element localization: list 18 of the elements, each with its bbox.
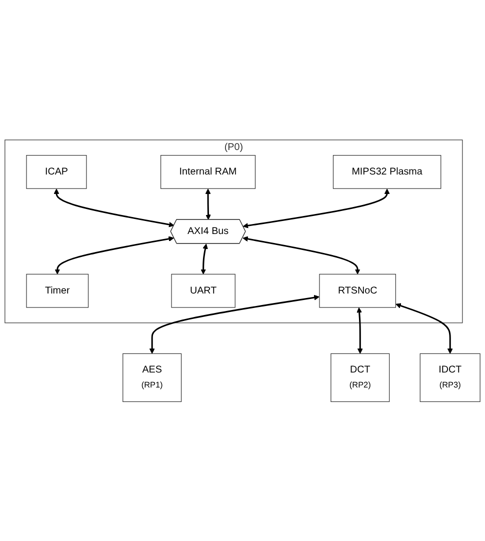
node-box: Internal RAM bbox=[160, 154, 256, 189]
node-box: Timer bbox=[26, 274, 89, 308]
arrow bbox=[54, 188, 174, 227]
arrow bbox=[149, 294, 320, 354]
arrow bbox=[242, 188, 390, 228]
node-box: ICAP bbox=[26, 154, 87, 189]
arrow bbox=[54, 236, 174, 274]
arrow bbox=[356, 307, 363, 354]
arrow bbox=[396, 302, 453, 354]
arrow bbox=[200, 243, 208, 274]
node-box: AES (RP1) bbox=[122, 353, 182, 402]
node-box: IDCT (RP3) bbox=[420, 353, 480, 402]
node-box: UART bbox=[171, 274, 236, 308]
arrow bbox=[205, 188, 211, 220]
node-box: DCT (RP2) bbox=[330, 353, 390, 402]
node-box: RTSNoC bbox=[319, 274, 396, 308]
node-box: MIPS32 Plasma bbox=[332, 154, 442, 189]
arrow bbox=[242, 236, 360, 274]
